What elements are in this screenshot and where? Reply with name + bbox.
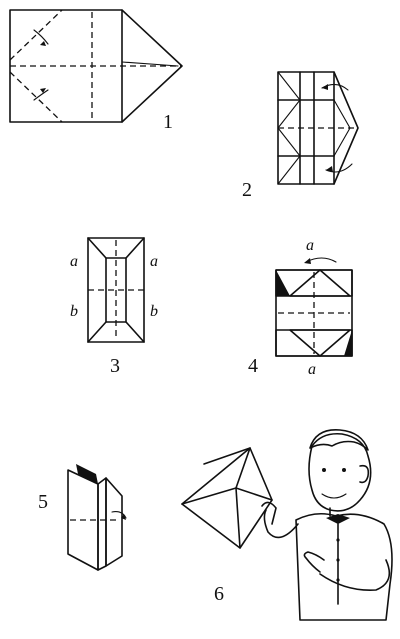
side-label-a-right: a [150,253,158,270]
fold-arrow-icon [111,511,127,519]
step-3-figure [87,237,145,343]
step-3-number: 3 [110,355,120,377]
step-5-number: 5 [38,491,48,513]
step-4-figure [275,257,353,357]
shaded-flap [276,270,290,296]
step-6-figure [181,429,393,621]
shaded-flap [344,330,352,356]
fold-arrow-icon [33,29,49,45]
paper-cup [181,447,273,549]
boy-illustration [261,429,393,621]
step-2-number: 2 [242,179,252,201]
step-5-figure [67,464,127,571]
step-4-number: 4 [248,355,258,377]
step-2-figure [277,71,359,185]
side-label-b-right: b [150,303,158,320]
fold-arrow-icon [33,89,49,101]
step-1-figure [9,9,183,123]
pocket-edge [76,464,98,484]
fold-arrow-icon [325,163,353,173]
side-label-a-left: a [70,253,78,270]
side-label-b-left: b [70,303,78,320]
fold-label-a-top: a [306,237,314,254]
step-6-number: 6 [214,583,224,605]
step-1-number: 1 [163,111,173,133]
fold-label-a-bottom: a [308,361,316,378]
